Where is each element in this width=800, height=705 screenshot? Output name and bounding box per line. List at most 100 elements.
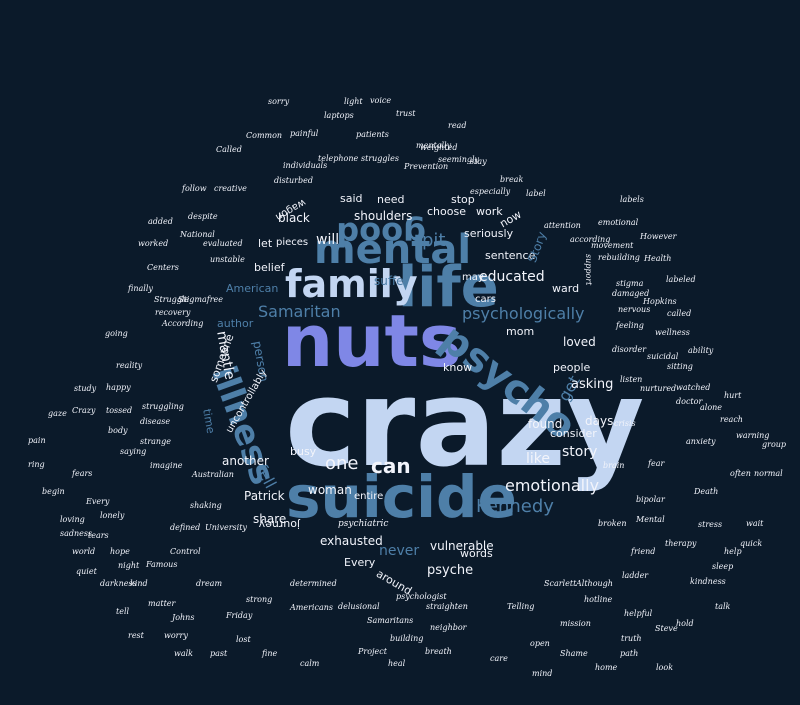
word-need: need bbox=[377, 193, 405, 206]
word-loved: loved bbox=[563, 335, 596, 349]
word-fears: fears bbox=[72, 469, 93, 478]
word-mission: mission bbox=[560, 619, 591, 628]
word-sitting: sitting bbox=[667, 362, 693, 371]
word-stigma: stigma bbox=[616, 279, 644, 288]
word-shaking: shaking bbox=[190, 501, 222, 510]
word-sleep: sleep bbox=[712, 562, 734, 571]
word-look: look bbox=[656, 663, 674, 672]
word-trust: trust bbox=[396, 109, 416, 118]
word-helpful: helpful bbox=[624, 609, 653, 618]
word-pit: pit bbox=[422, 230, 446, 251]
word-time: time bbox=[200, 407, 218, 435]
word-follow: follow bbox=[182, 184, 207, 193]
word-study: study bbox=[74, 384, 97, 393]
word-common: Common bbox=[246, 131, 283, 140]
word-control: Control bbox=[170, 547, 201, 556]
word-stop: stop bbox=[451, 193, 475, 206]
word-life: life bbox=[398, 255, 499, 320]
word-another: another bbox=[222, 454, 269, 468]
word-kind: kind bbox=[130, 579, 148, 588]
word-story: story bbox=[562, 444, 598, 460]
word-going: going bbox=[105, 329, 128, 338]
word-calm: calm bbox=[300, 659, 320, 668]
word-bipolar: bipolar bbox=[636, 495, 665, 504]
word-warning: warning bbox=[736, 431, 770, 440]
word-hopkins: Hopkins bbox=[643, 297, 677, 306]
word-however: However bbox=[640, 232, 677, 241]
word-consider: consider bbox=[550, 427, 597, 440]
word-suicidal: suicidal bbox=[647, 352, 679, 361]
word-suffer: suffer bbox=[374, 274, 409, 288]
word-can: can bbox=[371, 454, 411, 478]
word-disorder: disorder bbox=[612, 345, 647, 354]
word-centers: Centers bbox=[147, 263, 179, 272]
word-rebuilding: rebuilding bbox=[598, 253, 640, 262]
word-worry: worry bbox=[164, 631, 188, 640]
word-tossed: tossed bbox=[106, 406, 133, 415]
word-seemingly: seemingly bbox=[438, 155, 480, 164]
word-brain: brain bbox=[603, 461, 625, 470]
word-labels: labels bbox=[620, 195, 644, 204]
word-quiet: quiet bbox=[76, 567, 97, 576]
word-struggling: struggling bbox=[142, 402, 184, 411]
word-building: building bbox=[390, 634, 424, 643]
word-crazy: crazy bbox=[285, 355, 645, 494]
word-belief: belief bbox=[254, 261, 285, 274]
word-stay: stay bbox=[470, 157, 487, 166]
word-support: support bbox=[584, 254, 593, 286]
word-patients: patients bbox=[356, 130, 389, 139]
word-path: path bbox=[620, 649, 639, 658]
word-struggle: Struggle bbox=[154, 295, 190, 304]
word-tears: tears bbox=[88, 531, 109, 540]
word-breath: breath bbox=[425, 647, 452, 656]
word-every: Every bbox=[344, 556, 376, 569]
word-heal: heal bbox=[388, 659, 406, 668]
word-emotional: emotional bbox=[598, 218, 639, 227]
word-stress: stress bbox=[698, 520, 723, 529]
word-reality: reality bbox=[116, 361, 143, 370]
word-ability: ability bbox=[688, 346, 714, 355]
word-happy: happy bbox=[106, 383, 131, 392]
word-alone: alone bbox=[700, 403, 723, 412]
word-determined: determined bbox=[290, 579, 337, 588]
word-found: found bbox=[528, 417, 563, 431]
word-black: black bbox=[278, 211, 310, 225]
word-know: know bbox=[443, 361, 473, 374]
word-walk: walk bbox=[174, 649, 194, 658]
word-famous: Famous bbox=[146, 560, 178, 569]
word-patrick: Patrick bbox=[244, 489, 285, 503]
word-doctor: doctor bbox=[676, 397, 703, 406]
word-loving: loving bbox=[60, 515, 85, 524]
word-kennedy: Kennedy bbox=[476, 496, 554, 517]
word-individuals: individuals bbox=[283, 161, 328, 170]
word-watched: watched bbox=[676, 383, 711, 392]
word-psychiatric: psychiatric bbox=[338, 519, 389, 529]
word-emotionally: emotionally bbox=[505, 476, 600, 495]
word-talk: talk bbox=[715, 602, 731, 611]
word-wait: wait bbox=[746, 519, 764, 528]
word-seriously: seriously bbox=[464, 227, 514, 240]
word-journey: journey bbox=[258, 518, 300, 531]
word-defined: defined bbox=[170, 523, 201, 532]
word-words: words bbox=[460, 547, 493, 560]
word-ladder: ladder bbox=[622, 571, 649, 580]
word-recovery: recovery bbox=[155, 308, 191, 317]
word-one: one bbox=[325, 453, 359, 474]
word-nervous: nervous bbox=[618, 305, 651, 314]
word-work: work bbox=[476, 205, 503, 218]
word-shoulders: shoulders bbox=[354, 209, 413, 223]
word-death: Death bbox=[694, 487, 719, 496]
word-hope: hope bbox=[110, 547, 130, 556]
word-according: according bbox=[570, 235, 611, 244]
word-reach: reach bbox=[720, 415, 743, 424]
word-begin: begin bbox=[42, 487, 65, 496]
word-often: often bbox=[730, 469, 751, 478]
word-choose: choose bbox=[427, 205, 466, 218]
word-suicide: suicide bbox=[286, 463, 517, 531]
word-help: help bbox=[724, 547, 742, 556]
word-sorry: sorry bbox=[268, 97, 290, 106]
word-mental: mental bbox=[314, 227, 472, 273]
word-past: past bbox=[210, 649, 228, 658]
word-crisis: crisis bbox=[614, 419, 636, 428]
